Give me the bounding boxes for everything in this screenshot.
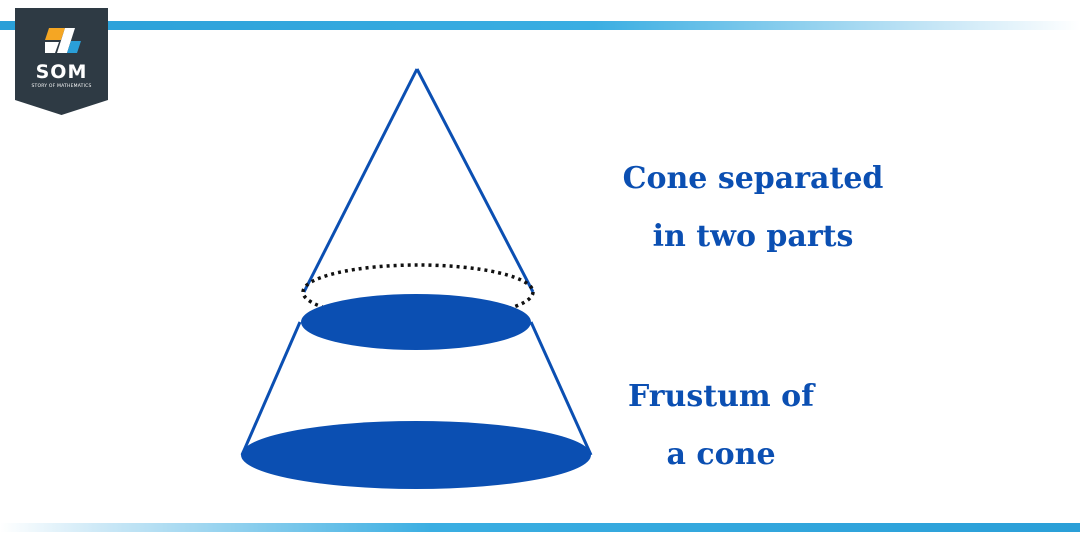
frustum-caption-line1: Frustum of: [627, 379, 815, 414]
frustum-left-edge: [240, 321, 302, 456]
cone-caption-line2: in two parts: [652, 219, 854, 254]
top-accent-stripe: [0, 21, 1080, 30]
frustum-top-face: [301, 294, 531, 350]
frustum-caption-line2: a cone: [666, 437, 776, 472]
logo-subtitle: STORY OF MATHEMATICS: [31, 84, 92, 89]
cone-caption-line1: Cone separated: [622, 161, 884, 196]
frustum-base: [241, 421, 591, 489]
frustum-right-edge: [529, 321, 593, 456]
som-logo: [15, 8, 108, 115]
dotted-cut-ellipse: [301, 263, 535, 321]
logo-mark-icon: [45, 28, 81, 53]
cone-separated-caption: Cone separated in two parts: [598, 150, 908, 266]
upper-cone-left-edge: [302, 68, 419, 293]
logo-text: SOM: [35, 61, 88, 83]
bottom-accent-stripe: [0, 523, 1080, 532]
frustum-caption: Frustum of a cone: [598, 368, 844, 484]
upper-cone-right-edge: [415, 68, 535, 293]
